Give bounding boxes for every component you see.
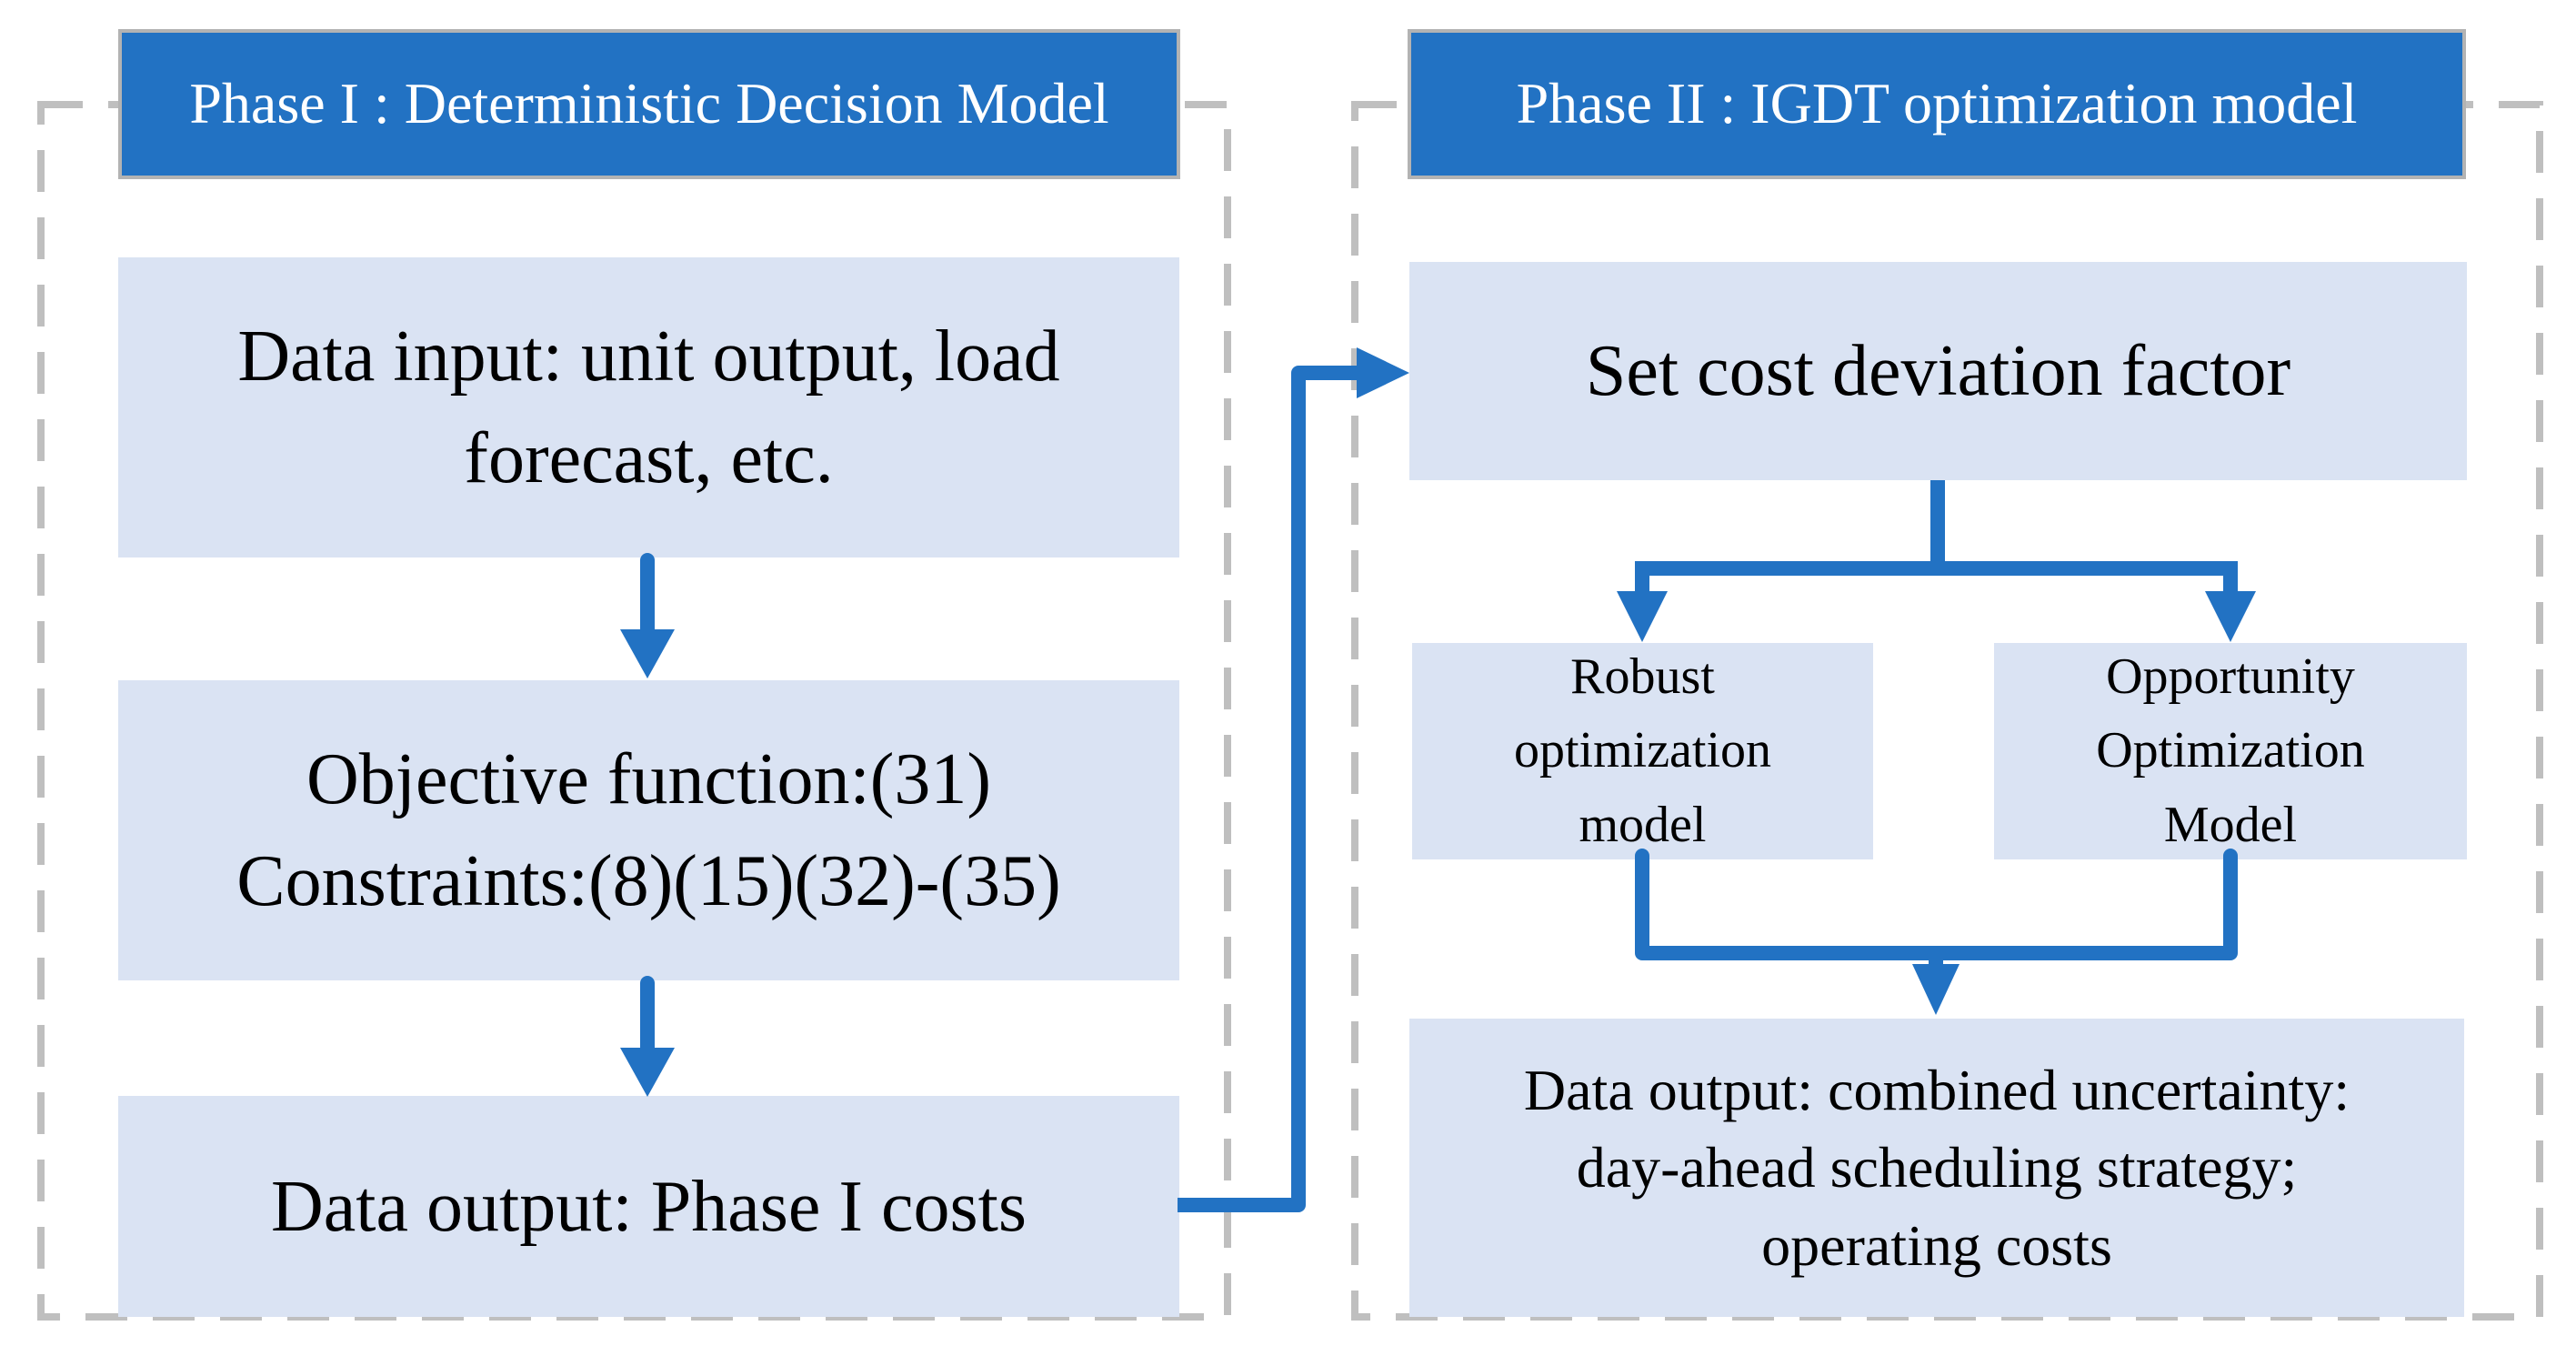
connector-merge-to-output <box>1635 849 2238 1015</box>
data-output-phase1-box: Data output: Phase I costs <box>118 1096 1179 1317</box>
phase2-title-bar: Phase II : IGDT optimization model <box>1408 29 2466 179</box>
set-cost-deviation-box: Set cost deviation factor <box>1409 262 2467 480</box>
arrowhead-down-icon <box>620 629 675 678</box>
arrowhead-down-icon <box>1912 964 1960 1015</box>
robust-optimization-box: Robust optimization model <box>1412 643 1873 859</box>
phase1-title-bar: Phase I : Deterministic Decision Model <box>118 29 1180 179</box>
data-input-box: Data input: unit output, load forecast, … <box>118 257 1179 557</box>
arrow-data-input-to-objective <box>620 553 675 678</box>
connector-phase1-to-phase2 <box>1178 347 1409 1212</box>
arrowhead-right-icon <box>1357 347 1409 398</box>
arrowhead-down-icon <box>2205 591 2256 642</box>
connector-elbow <box>1178 366 1358 1212</box>
connector-split-to-models <box>1617 480 2256 642</box>
merge-bar <box>1635 849 2238 960</box>
arrowhead-down-icon <box>1617 591 1668 642</box>
data-output-combined-box: Data output: combined uncertainty: day-a… <box>1409 1019 2464 1317</box>
arrowhead-down-icon <box>620 1048 675 1097</box>
opportunity-optimization-box: Opportunity Optimization Model <box>1994 643 2467 859</box>
objective-function-box: Objective function:(31) Constraints:(8)(… <box>118 680 1179 980</box>
split-bar <box>1635 561 2238 597</box>
arrow-objective-to-data-output <box>620 976 675 1097</box>
